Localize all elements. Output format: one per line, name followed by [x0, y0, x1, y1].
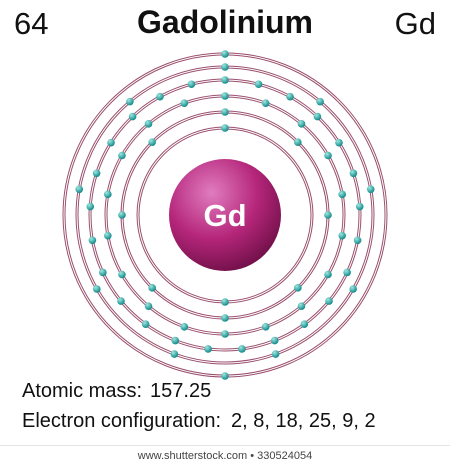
- atomic-number: 64: [14, 6, 49, 41]
- electron-shell-5: [271, 350, 280, 358]
- electron-shell-5: [349, 285, 357, 293]
- atomic-mass-line: Atomic mass: 157.25: [22, 380, 211, 403]
- atomic-mass-value: 157.25: [150, 380, 212, 402]
- electron-shell-5: [366, 185, 375, 194]
- electron-shell-4: [270, 336, 279, 345]
- electron-shell-3: [118, 151, 126, 160]
- electron-shell-3: [118, 270, 126, 279]
- electron-shell-5: [221, 63, 229, 71]
- electron-shell-2: [294, 284, 302, 292]
- electron-shell-2: [324, 211, 332, 219]
- electron-shell-4: [335, 138, 343, 147]
- electron-configuration-label: Electron configuration:: [22, 410, 222, 432]
- electron-shell-3: [338, 231, 346, 240]
- electron-configuration-value: 2, 8, 18, 25, 9, 2: [231, 410, 376, 432]
- electron-shell-4: [171, 336, 180, 345]
- electron-shell-4: [99, 268, 107, 277]
- electron-shell-4: [325, 297, 333, 305]
- element-name: Gadolinium: [137, 4, 313, 40]
- electron-shell-4: [254, 80, 263, 89]
- electron-shell-2: [148, 284, 156, 292]
- electron-shell-6: [221, 50, 229, 58]
- electron-shell-3: [221, 92, 229, 100]
- electron-shell-4: [355, 202, 364, 211]
- electron-shell-4: [117, 297, 125, 305]
- electrons: [75, 50, 375, 380]
- electron-shell-2: [221, 108, 229, 116]
- electron-shell-4: [343, 268, 351, 277]
- electron-shell-1: [221, 124, 229, 132]
- electron-shell-4: [300, 320, 309, 329]
- nucleus: [169, 159, 281, 271]
- electron-shell-5: [75, 185, 84, 194]
- electron-shell-3: [297, 302, 306, 310]
- electron-shell-3: [338, 190, 346, 199]
- element-symbol: Gd: [394, 6, 436, 41]
- electron-shell-4: [128, 112, 137, 121]
- electron-shell-3: [297, 120, 306, 128]
- electron-shell-3: [104, 190, 112, 199]
- electron-shell-4: [92, 169, 101, 178]
- electron-shell-3: [180, 323, 189, 331]
- electron-shell-3: [261, 323, 270, 331]
- electron-shell-2: [118, 211, 126, 219]
- electron-shell-4: [313, 112, 322, 121]
- electron-shell-3: [180, 99, 189, 107]
- electron-shell-3: [324, 270, 332, 279]
- electron-shell-4: [187, 80, 196, 89]
- electron-shell-6: [221, 372, 229, 380]
- electron-shell-4: [88, 236, 97, 245]
- electron-shell-4: [353, 236, 362, 245]
- electron-shell-4: [204, 345, 212, 353]
- electron-shell-3: [261, 99, 270, 107]
- electron-shell-2: [221, 314, 229, 322]
- electron-configuration-line: Electron configuration: 2, 8, 18, 25, 9, …: [22, 410, 376, 433]
- electron-shell-3: [221, 330, 229, 338]
- electron-shell-1: [221, 298, 229, 306]
- electron-shell-4: [238, 345, 246, 353]
- electron-shell-4: [221, 76, 229, 84]
- electron-shell-5: [170, 350, 179, 358]
- electron-shell-5: [316, 97, 324, 106]
- electron-shell-4: [349, 169, 358, 178]
- electron-shell-4: [156, 92, 164, 101]
- electron-shell-3: [104, 231, 112, 240]
- electron-shell-4: [286, 92, 294, 101]
- electron-shell-3: [144, 120, 153, 128]
- electron-shell-4: [86, 202, 95, 211]
- electron-shell-3: [144, 302, 153, 310]
- watermark-footer: www.shutterstock.com • 330524054: [0, 445, 450, 467]
- electron-shell-4: [107, 138, 115, 147]
- electron-shell-5: [93, 285, 101, 293]
- electron-shell-4: [141, 320, 150, 329]
- electron-shell-2: [148, 138, 156, 146]
- electron-shell-5: [126, 97, 134, 106]
- electron-shell-3: [324, 151, 332, 160]
- atomic-mass-label: Atomic mass:: [22, 380, 143, 402]
- electron-shell-2: [294, 138, 302, 146]
- nucleus-symbol: Gd: [203, 198, 246, 233]
